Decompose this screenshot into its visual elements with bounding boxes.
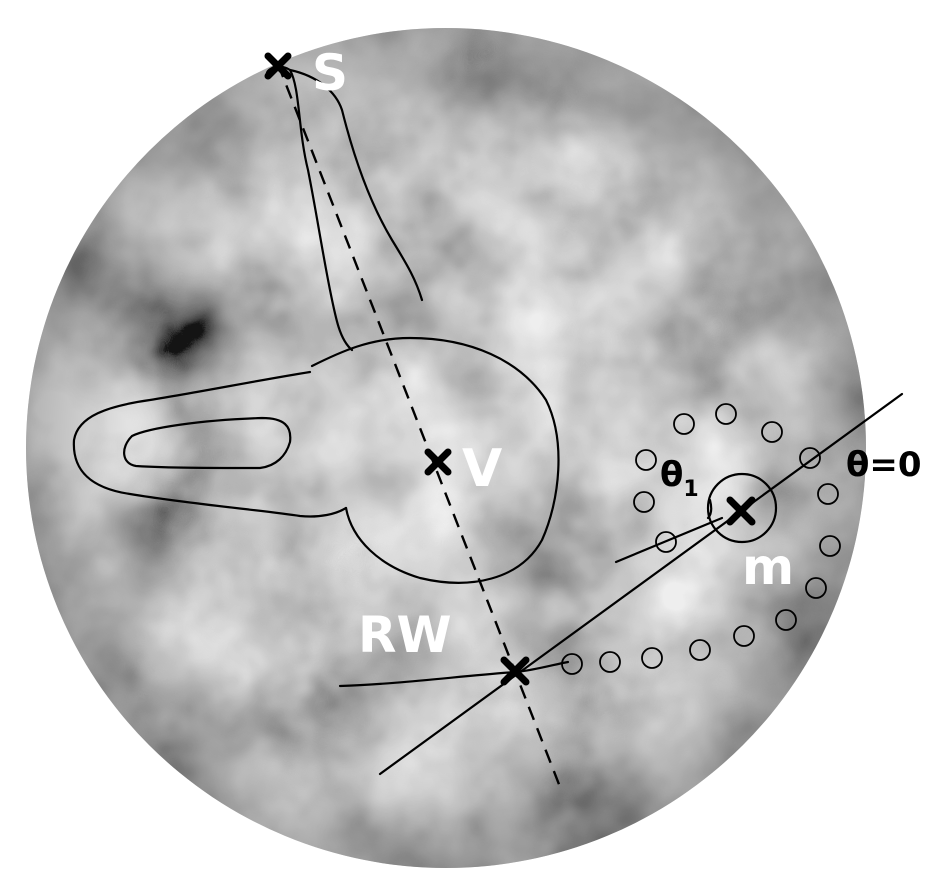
theta-one-symbol: θ: [660, 455, 683, 495]
theta-one-subscript: 1: [683, 477, 698, 502]
label-modiolus: m: [742, 538, 794, 596]
label-theta-zero: θ=0: [846, 445, 922, 485]
label-stapes: S: [312, 44, 348, 102]
label-vestibule: V: [462, 439, 502, 499]
label-round-window: RW: [358, 606, 452, 664]
